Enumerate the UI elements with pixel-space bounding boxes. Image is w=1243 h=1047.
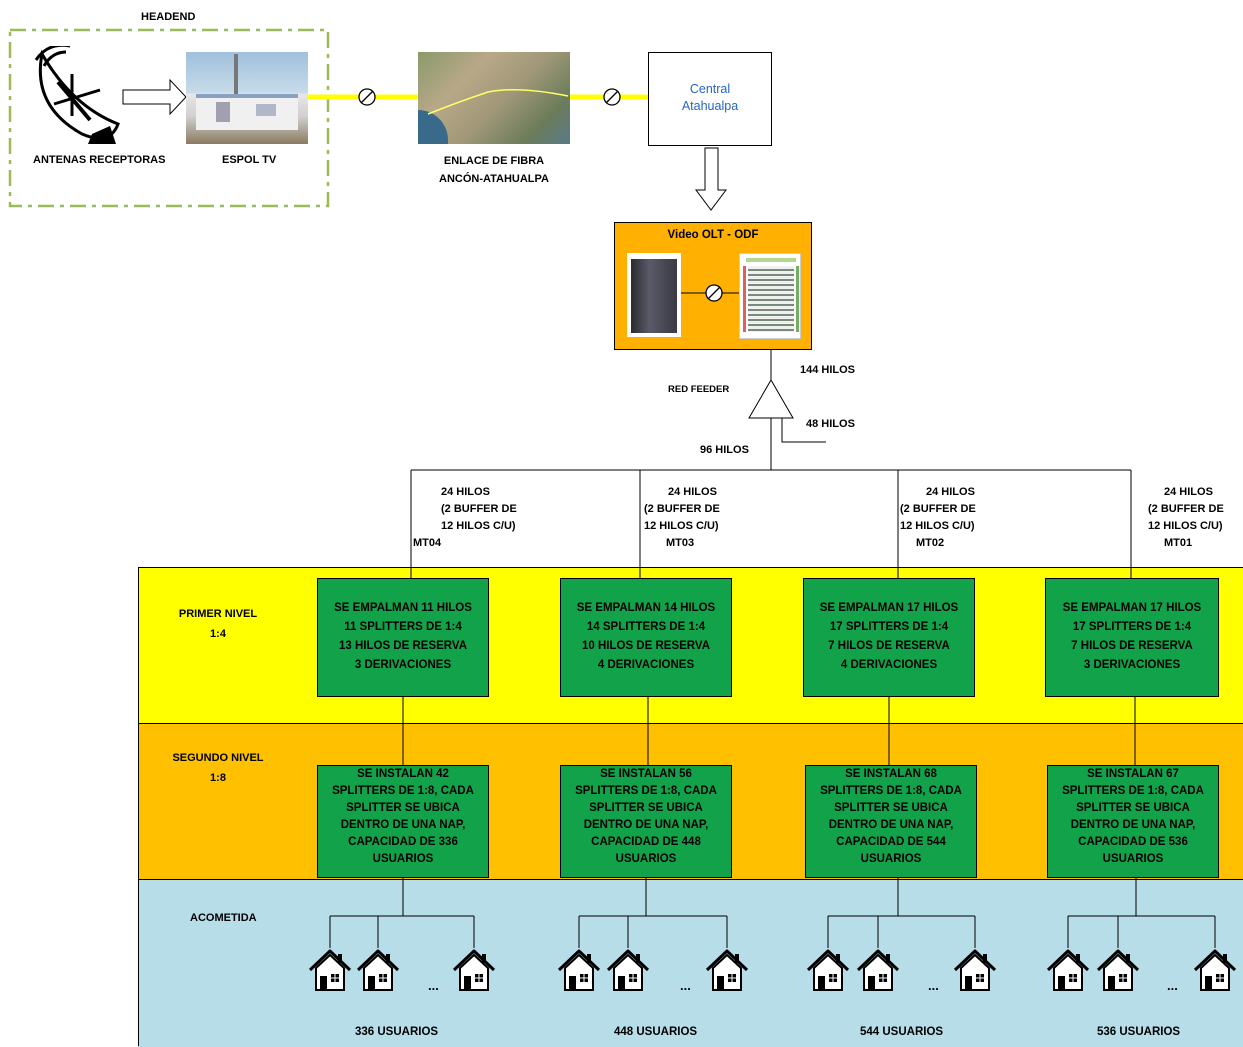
branch-label-mt02: 24 HILOS (2 BUFFER DE 12 HILOS C/U) MT02 (900, 486, 976, 549)
central-line1: Central (689, 82, 731, 96)
satellite-dish-icon (34, 46, 120, 144)
branch-label-mt03: 24 HILOS (2 BUFFER DE 12 HILOS C/U) MT03 (644, 486, 720, 549)
users-total-mt02: 544 USUARIOS (860, 1026, 944, 1038)
fiber-link-map (418, 52, 570, 144)
splice-icon-1 (358, 88, 376, 106)
primer-nivel-label: PRIMER NIVEL 1:4 (178, 608, 258, 640)
users-total-mt04: 336 USUARIOS (355, 1026, 439, 1038)
central-box: Central Atahualpa (648, 52, 772, 146)
house-icon (806, 949, 850, 991)
headend-title: HEADEND (141, 11, 196, 23)
branch-label-mt01: 24 HILOS (2 BUFFER DE 12 HILOS C/U) MT01 (1148, 486, 1224, 549)
feeder-splitter-icon (748, 379, 794, 419)
segundo-box-mt01: SE INSTALAN 67 SPLITTERS DE 1:8, CADA SP… (1047, 765, 1219, 878)
primer-box-mt02: SE EMPALMAN 17 HILOS 17 SPLITTERS DE 1:4… (803, 578, 975, 697)
acometida-label: ACOMETIDA (190, 912, 257, 924)
headend-border (8, 28, 330, 208)
odf-rack-icon (739, 253, 801, 339)
espol-tv-label: ESPOL TV (222, 154, 277, 166)
red-feeder-label: RED FEEDER (668, 384, 730, 395)
primer-box-mt04: SE EMPALMAN 11 HILOS 11 SPLITTERS DE 1:4… (317, 578, 489, 697)
house-icon (606, 949, 650, 991)
espol-tv-photo (186, 52, 308, 144)
house-icon (308, 949, 352, 991)
segundo-box-mt02: SE INSTALAN 68 SPLITTERS DE 1:8, CADA SP… (805, 765, 977, 878)
central-line2: Atahualpa (681, 99, 739, 113)
central-down-arrow (695, 147, 727, 211)
house-icon (705, 949, 749, 991)
antenna-arrow (122, 78, 187, 116)
house-icon (557, 949, 601, 991)
hilos-48-label: 48 HILOS (806, 418, 855, 430)
bands-left-border (138, 567, 139, 1046)
house-icon (1193, 949, 1237, 991)
ellipsis-group-2: ... (680, 978, 691, 993)
hilos-96-label: 96 HILOS (700, 444, 749, 456)
ellipsis-group-4: ... (1167, 978, 1178, 993)
olt-splice-icon (681, 284, 747, 302)
house-icon (1046, 949, 1090, 991)
fiber-link-label: ENLACE DE FIBRA ANCÓN-ATAHUALPA (408, 152, 580, 188)
olt-odf-box: Video OLT - ODF (614, 222, 812, 350)
house-icon (356, 949, 400, 991)
segundo-box-mt04: SE INSTALAN 42 SPLITTERS DE 1:8, CADA SP… (317, 765, 489, 878)
olt-title: Video OLT - ODF (667, 229, 759, 241)
ellipsis-group-3: ... (928, 978, 939, 993)
fiber-link-line1: ENLACE DE FIBRA (443, 155, 545, 167)
house-icon (856, 949, 900, 991)
users-total-mt03: 448 USUARIOS (614, 1026, 698, 1038)
primer-box-mt03: SE EMPALMAN 14 HILOS 14 SPLITTERS DE 1:4… (560, 578, 732, 697)
house-icon (452, 949, 496, 991)
hilos-144-label: 144 HILOS (800, 364, 856, 376)
users-total-mt01: 536 USUARIOS (1097, 1026, 1181, 1038)
branch-label-mt04: 24 HILOS (2 BUFFER DE 12 HILOS C/U) MT04 (413, 486, 517, 549)
fiber-link-line2: ANCÓN-ATAHUALPA (439, 173, 549, 185)
segundo-nivel-label: SEGUNDO NIVEL 1:8 (172, 752, 264, 784)
house-icon (1096, 949, 1140, 991)
house-icon (953, 949, 997, 991)
segundo-box-mt03: SE INSTALAN 56 SPLITTERS DE 1:8, CADA SP… (560, 765, 732, 878)
splice-icon-2 (603, 88, 621, 106)
primer-box-mt01: SE EMPALMAN 17 HILOS 17 SPLITTERS DE 1:4… (1045, 578, 1219, 697)
ellipsis-group-1: ... (428, 978, 439, 993)
olt-chassis-icon (627, 253, 681, 337)
antenna-label: ANTENAS RECEPTORAS (33, 154, 166, 166)
